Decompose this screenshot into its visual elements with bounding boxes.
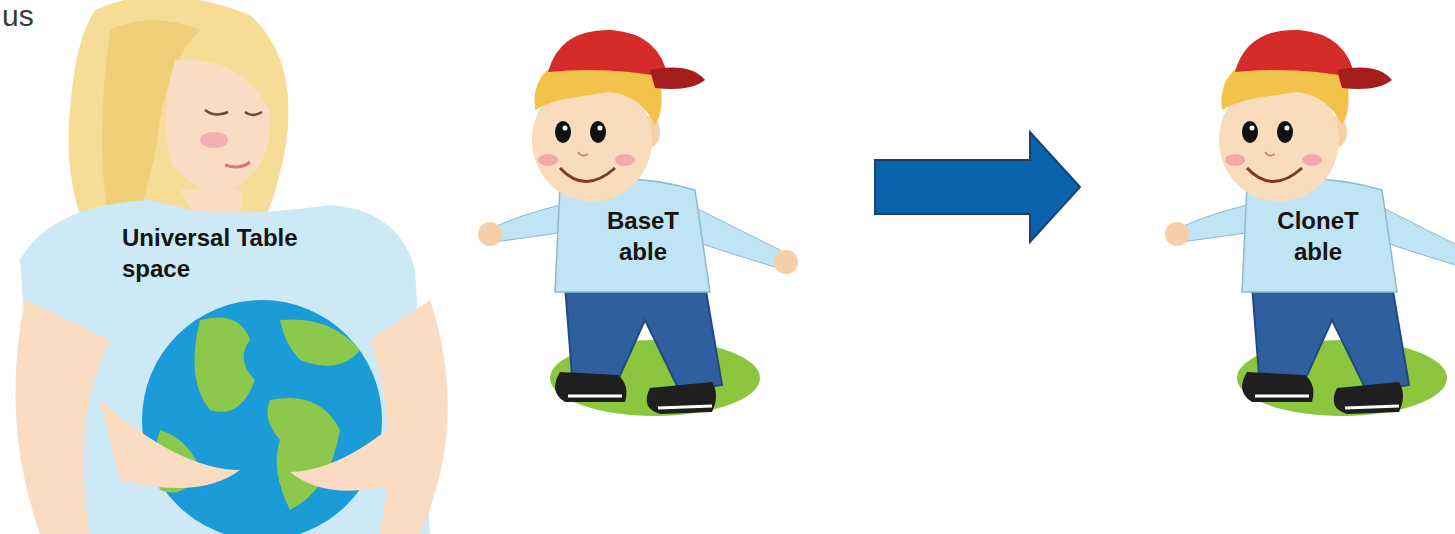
corner-text: us (2, 0, 34, 32)
node-label: BaseT able (588, 205, 698, 267)
block-arrow (875, 132, 1080, 242)
node-label: Universal Table space (122, 222, 347, 284)
girl-figure (15, 0, 447, 534)
shirt-node: Universal Table space (0, 0, 480, 534)
shirt-node: BaseT able (480, 40, 875, 420)
boy-figure (478, 30, 798, 416)
node-label: CloneT able (1263, 205, 1373, 267)
boy-figure (1165, 30, 1455, 416)
shirt-node: CloneT able (1080, 40, 1455, 420)
